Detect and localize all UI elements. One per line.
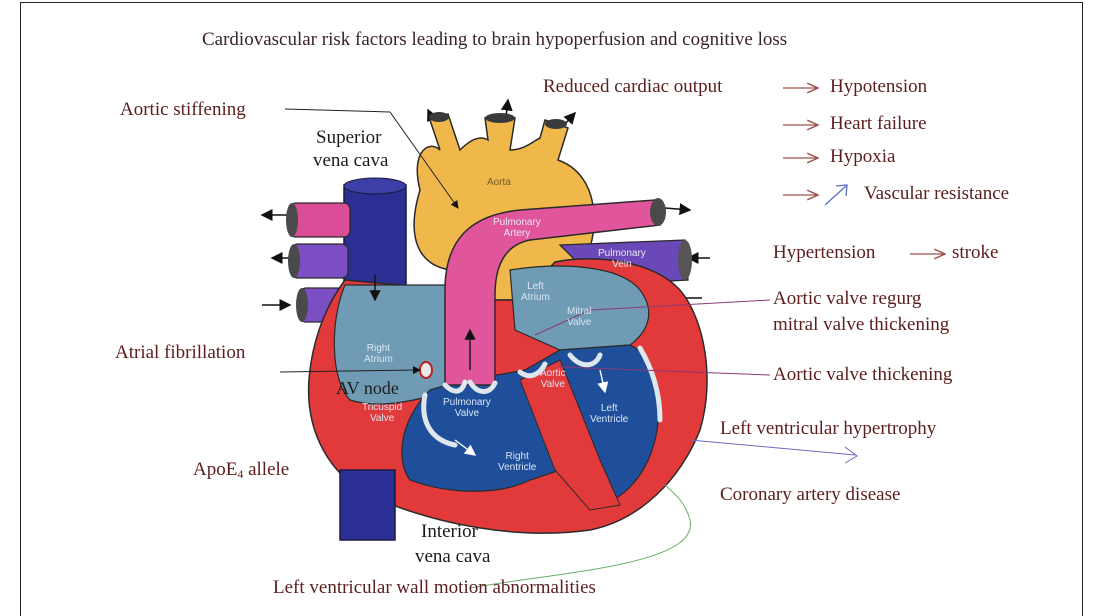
hypotension-label: Hypotension [830, 77, 927, 98]
aortic-valve-regurg-label: Aortic valve regurg [773, 289, 921, 310]
right-atrium-label-1: Right [364, 344, 393, 355]
tricuspid-valve-label-1: Tricuspid [362, 403, 402, 414]
figure-title: Cardiovascular risk factors leading to b… [202, 30, 787, 51]
stroke-label: stroke [952, 243, 998, 264]
superior-vena-cava-line2: vena cava [313, 151, 388, 172]
pulmonary-artery-label-2: Artery [493, 229, 541, 240]
pulmonary-valve-label-2: Valve [443, 409, 491, 420]
aortic-valve-thickening-label: Aortic valve thickening [773, 365, 952, 386]
lv-hypertrophy-label: Left ventricular hypertrophy [720, 419, 936, 440]
pulmonary-vein-label-2: Vein [598, 260, 646, 271]
right-pulmonary-artery-branch [290, 203, 350, 237]
apoe-suffix: allele [243, 459, 289, 480]
right-pulmonary-vein-upper [292, 244, 348, 278]
vascular-resistance-label: Vascular resistance [864, 184, 1009, 205]
reduced-cardiac-output-label: Reduced cardiac output [543, 77, 722, 98]
right-ventricle-label-1: Right [498, 452, 536, 463]
mitral-valve-label-2: Valve [567, 318, 591, 329]
aortic-stiffening-label: Aortic stiffening [120, 100, 246, 121]
aortic-valve-label-1: Aortic [540, 369, 566, 380]
tricuspid-valve-label-2: Valve [362, 414, 402, 425]
right-ventricle-label-2: Ventricle [498, 463, 536, 474]
left-atrium-label-2: Atrium [521, 293, 550, 304]
increase-arrow-icon [825, 185, 847, 205]
aorta-label: Aorta [487, 178, 511, 189]
apoe4-allele-label: ApoE4 allele [193, 460, 289, 481]
mitral-valve-thickening-label: mitral valve thickening [773, 315, 949, 336]
interior-vena-cava-line1: Interior [421, 522, 478, 543]
heart-failure-label: Heart failure [830, 114, 927, 135]
pulmonary-vein-label-1: Pulmonary [598, 249, 646, 260]
left-atrium-label-1: Left [521, 282, 550, 293]
superior-vena-cava-line1: Superior [316, 128, 381, 149]
aortic-valve-label-2: Valve [540, 380, 566, 391]
pulmonary-valve-label-1: Pulmonary [443, 398, 491, 409]
atrial-fibrillation-label: Atrial fibrillation [115, 343, 245, 364]
hypertension-label: Hypertension [773, 243, 875, 264]
lv-hypertrophy-leader [690, 440, 855, 455]
interior-vena-cava-line2: vena cava [415, 547, 490, 568]
av-node-label: AV node [336, 379, 399, 399]
mitral-valve-label-1: Mitral [567, 307, 591, 318]
right-atrium-label-2: Atrium [364, 355, 393, 366]
left-ventricle-label-1: Left [590, 404, 628, 415]
coronary-artery-disease-label: Coronary artery disease [720, 485, 900, 506]
av-node-marker [420, 362, 432, 378]
inferior-vena-cava [340, 470, 395, 540]
superior-vena-cava [344, 185, 406, 290]
pulmonary-artery-label-1: Pulmonary [493, 218, 541, 229]
lv-wall-motion-label: Left ventricular wall motion abnormaliti… [273, 578, 596, 599]
left-ventricle-label-2: Ventricle [590, 415, 628, 426]
apoe-text: ApoE [193, 459, 237, 480]
hypoxia-label: Hypoxia [830, 147, 895, 168]
